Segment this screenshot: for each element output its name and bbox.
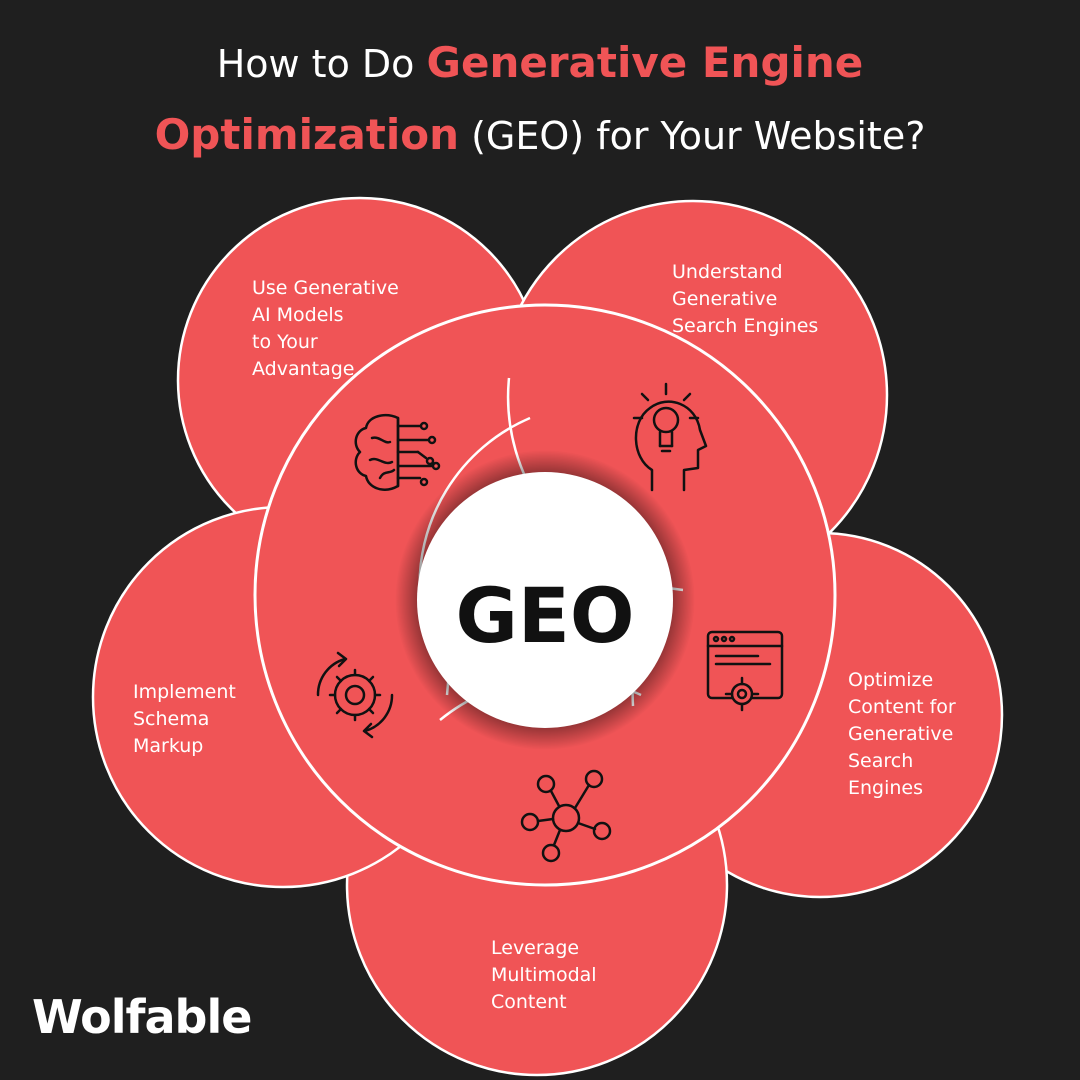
petal-label-line: Generative (672, 288, 777, 310)
gear-cycle-icon (316, 651, 394, 739)
petal-label-line: Understand (672, 261, 783, 283)
petal-label-schema: Implement Schema Markup (133, 681, 242, 757)
petal-label-line: Search (848, 750, 913, 772)
petal-label-line: Search Engines (672, 315, 818, 337)
petal-label-line: Leverage (491, 937, 579, 959)
petal-label-line: Engines (848, 777, 923, 799)
title-highlight-1: Generative Engine (426, 38, 864, 87)
lightbulb-head-icon (632, 382, 708, 492)
network-nodes-icon (520, 769, 612, 863)
title-prefix: How to Do (216, 42, 415, 86)
petal-label-line: Content for (848, 696, 956, 718)
brain-circuit-icon (354, 414, 441, 491)
title-line-2: Optimization (GEO) for Your Website? (0, 114, 1080, 156)
title-line-1: How to Do Generative Engine (0, 42, 1080, 84)
petal-label-search-engines: Understand Generative Search Engines (672, 261, 818, 337)
petal-label-line: AI Models (252, 304, 344, 326)
petal-label-line: Multimodal (491, 964, 597, 986)
petal-label-line: to Your (252, 331, 318, 353)
petal-label-line: Optimize (848, 669, 933, 691)
browser-gear-icon (706, 630, 784, 712)
petal-label-line: Use Generative (252, 277, 399, 299)
petal-label-line: Markup (133, 735, 203, 757)
title-highlight-2: Optimization (154, 110, 460, 159)
petal-label-line: Implement (133, 681, 236, 703)
center-label: GEO (456, 571, 635, 660)
petal-label-optimize-content: Optimize Content for Generative Search E… (848, 669, 962, 799)
center-circle (417, 472, 673, 728)
title-suffix: (GEO) for Your Website? (471, 114, 926, 158)
wolfable-logo: Wolfable (32, 990, 252, 1044)
petal-label-line: Schema (133, 708, 209, 730)
petal-label-ai-models: Use Generative AI Models to Your Advanta… (252, 277, 405, 380)
petal-label-line: Advantage (252, 358, 355, 380)
petal-label-multimodal: Leverage Multimodal Content (491, 937, 603, 1013)
petal-label-line: Generative (848, 723, 953, 745)
petal-label-line: Content (491, 991, 567, 1013)
